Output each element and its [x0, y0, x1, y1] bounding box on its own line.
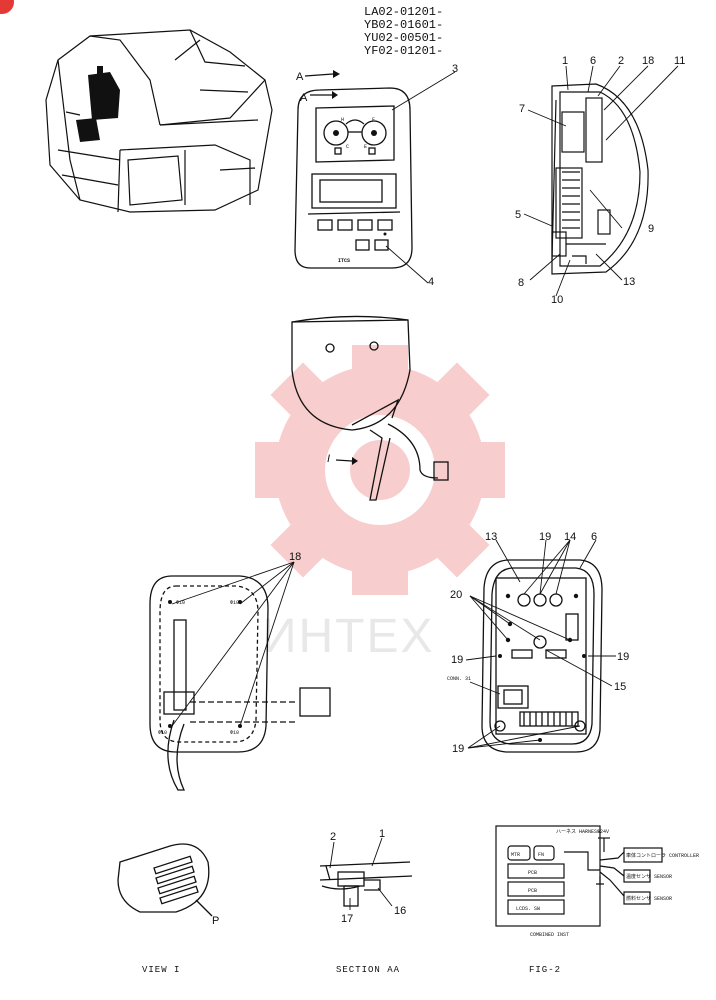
callout-back-19-left: 19 — [451, 654, 463, 666]
callout-leaders-rear — [171, 561, 295, 727]
callout-p: P — [212, 915, 219, 927]
serial-number-block: LA02-01201- YB02-01601- YU02-00501- YF02… — [364, 6, 443, 58]
callout-leaders-back — [465, 539, 616, 749]
callout-6: 6 — [590, 55, 596, 67]
serial-number: YB02-01601- — [364, 18, 444, 32]
fig2-harness-label: ハーネス HARNESS — [556, 829, 600, 835]
callout-section-1: 1 — [379, 828, 385, 840]
view-i-drawing — [117, 843, 213, 917]
section-arrow-a-lower: A — [300, 91, 338, 104]
callout-11: 11 — [674, 55, 685, 67]
callout-leaders-side — [523, 65, 679, 297]
callout-7: 7 — [519, 103, 525, 115]
callout-back-19-bottom: 19 — [452, 743, 464, 755]
callout-8: 8 — [518, 277, 524, 289]
fig2-voltage-label: +24V — [597, 829, 609, 835]
caption-fig2: FIG-2 — [529, 965, 561, 975]
watermark-text: ИНТЕХ — [262, 610, 435, 663]
corner-badge-icon — [0, 0, 14, 14]
callout-18: 18 — [642, 55, 654, 67]
hole-label: Φ10 — [230, 600, 239, 606]
callout-rear-18: 18 — [289, 551, 301, 563]
section-arrow-a-upper: A — [296, 70, 340, 83]
callout-back-20: 20 — [450, 589, 462, 601]
callout-4: 4 — [428, 276, 434, 288]
excavator-cab-illustration — [45, 29, 273, 213]
callout-leaders-section — [329, 837, 393, 910]
hole-label: Φ10 — [176, 600, 185, 606]
callout-3: 3 — [452, 63, 458, 75]
watermark-gear-icon — [255, 345, 505, 595]
fig2-sensor2-label: 燃料センサ SENSOR — [626, 895, 672, 902]
monitor-side-section — [551, 83, 649, 275]
callout-back-13: 13 — [485, 531, 497, 543]
connector-leader — [469, 681, 501, 695]
fig2-pcb1-label: PCB — [528, 870, 537, 876]
hole-label: Φ10 — [158, 730, 167, 736]
caption-view-i: VIEW I — [142, 965, 180, 975]
connector-label: CONN. 31 — [447, 676, 471, 682]
callout-1: 1 — [562, 55, 568, 67]
serial-number: YU02-00501- — [364, 31, 444, 45]
svg-text:F: F — [372, 117, 375, 123]
callout-section-16: 16 — [394, 905, 406, 917]
callout-10: 10 — [551, 294, 563, 306]
fig2-box-label: COMBINED INST — [530, 932, 569, 938]
svg-text:I: I — [327, 453, 330, 465]
monitor-front-panel — [294, 87, 413, 269]
mounting-bracket-drawing — [291, 315, 449, 501]
callout-leaders-front — [385, 71, 456, 284]
callout-back-19: 19 — [539, 531, 551, 543]
serial-number: LA02-01201- — [364, 5, 444, 19]
svg-text:C: C — [346, 144, 349, 150]
callout-back-15: 15 — [614, 681, 626, 693]
hole-label: Φ10 — [230, 730, 239, 736]
callout-13: 13 — [623, 276, 635, 288]
svg-text:E: E — [364, 144, 367, 150]
fig2-labels: MTR FN PCB PCB LCDS. SW ハーネス HARNESS +24… — [511, 829, 699, 938]
callout-back-19-right: 19 — [617, 651, 629, 663]
monitor-rear-view — [149, 575, 331, 791]
fig2-pcb2-label: PCB — [528, 888, 537, 894]
svg-text:A: A — [296, 71, 304, 83]
callout-back-6: 6 — [591, 531, 597, 543]
monitor-brand-label: ITCS — [338, 258, 350, 264]
section-aa-drawing — [319, 861, 413, 907]
callout-9: 9 — [648, 223, 654, 235]
svg-text:A: A — [300, 92, 308, 104]
fig2-sensor1-label: 温度センサ SENSOR — [626, 873, 672, 880]
callout-back-14: 14 — [564, 531, 576, 543]
fig2-fn-label: FN — [538, 852, 544, 858]
serial-number: YF02-01201- — [364, 44, 444, 58]
callout-5: 5 — [515, 209, 521, 221]
monitor-front-details: H F C E — [333, 117, 387, 236]
caption-section-aa: SECTION AA — [336, 965, 400, 975]
callout-section-2: 2 — [330, 831, 336, 843]
svg-text:H: H — [341, 117, 344, 123]
callout-section-17: 17 — [341, 913, 353, 925]
rear-view-holes — [168, 600, 242, 728]
fig2-controller-label: 車体コントローラ CONTROLLER — [626, 852, 699, 859]
section-arrow-i: I — [327, 453, 358, 465]
cab-monitor-highlight — [76, 66, 120, 142]
fig2-wiring-diagram — [495, 825, 663, 927]
callout-2: 2 — [618, 55, 624, 67]
fig2-mtr-label: MTR — [511, 852, 520, 858]
fig2-lcd-label: LCDS. SW — [516, 906, 540, 912]
